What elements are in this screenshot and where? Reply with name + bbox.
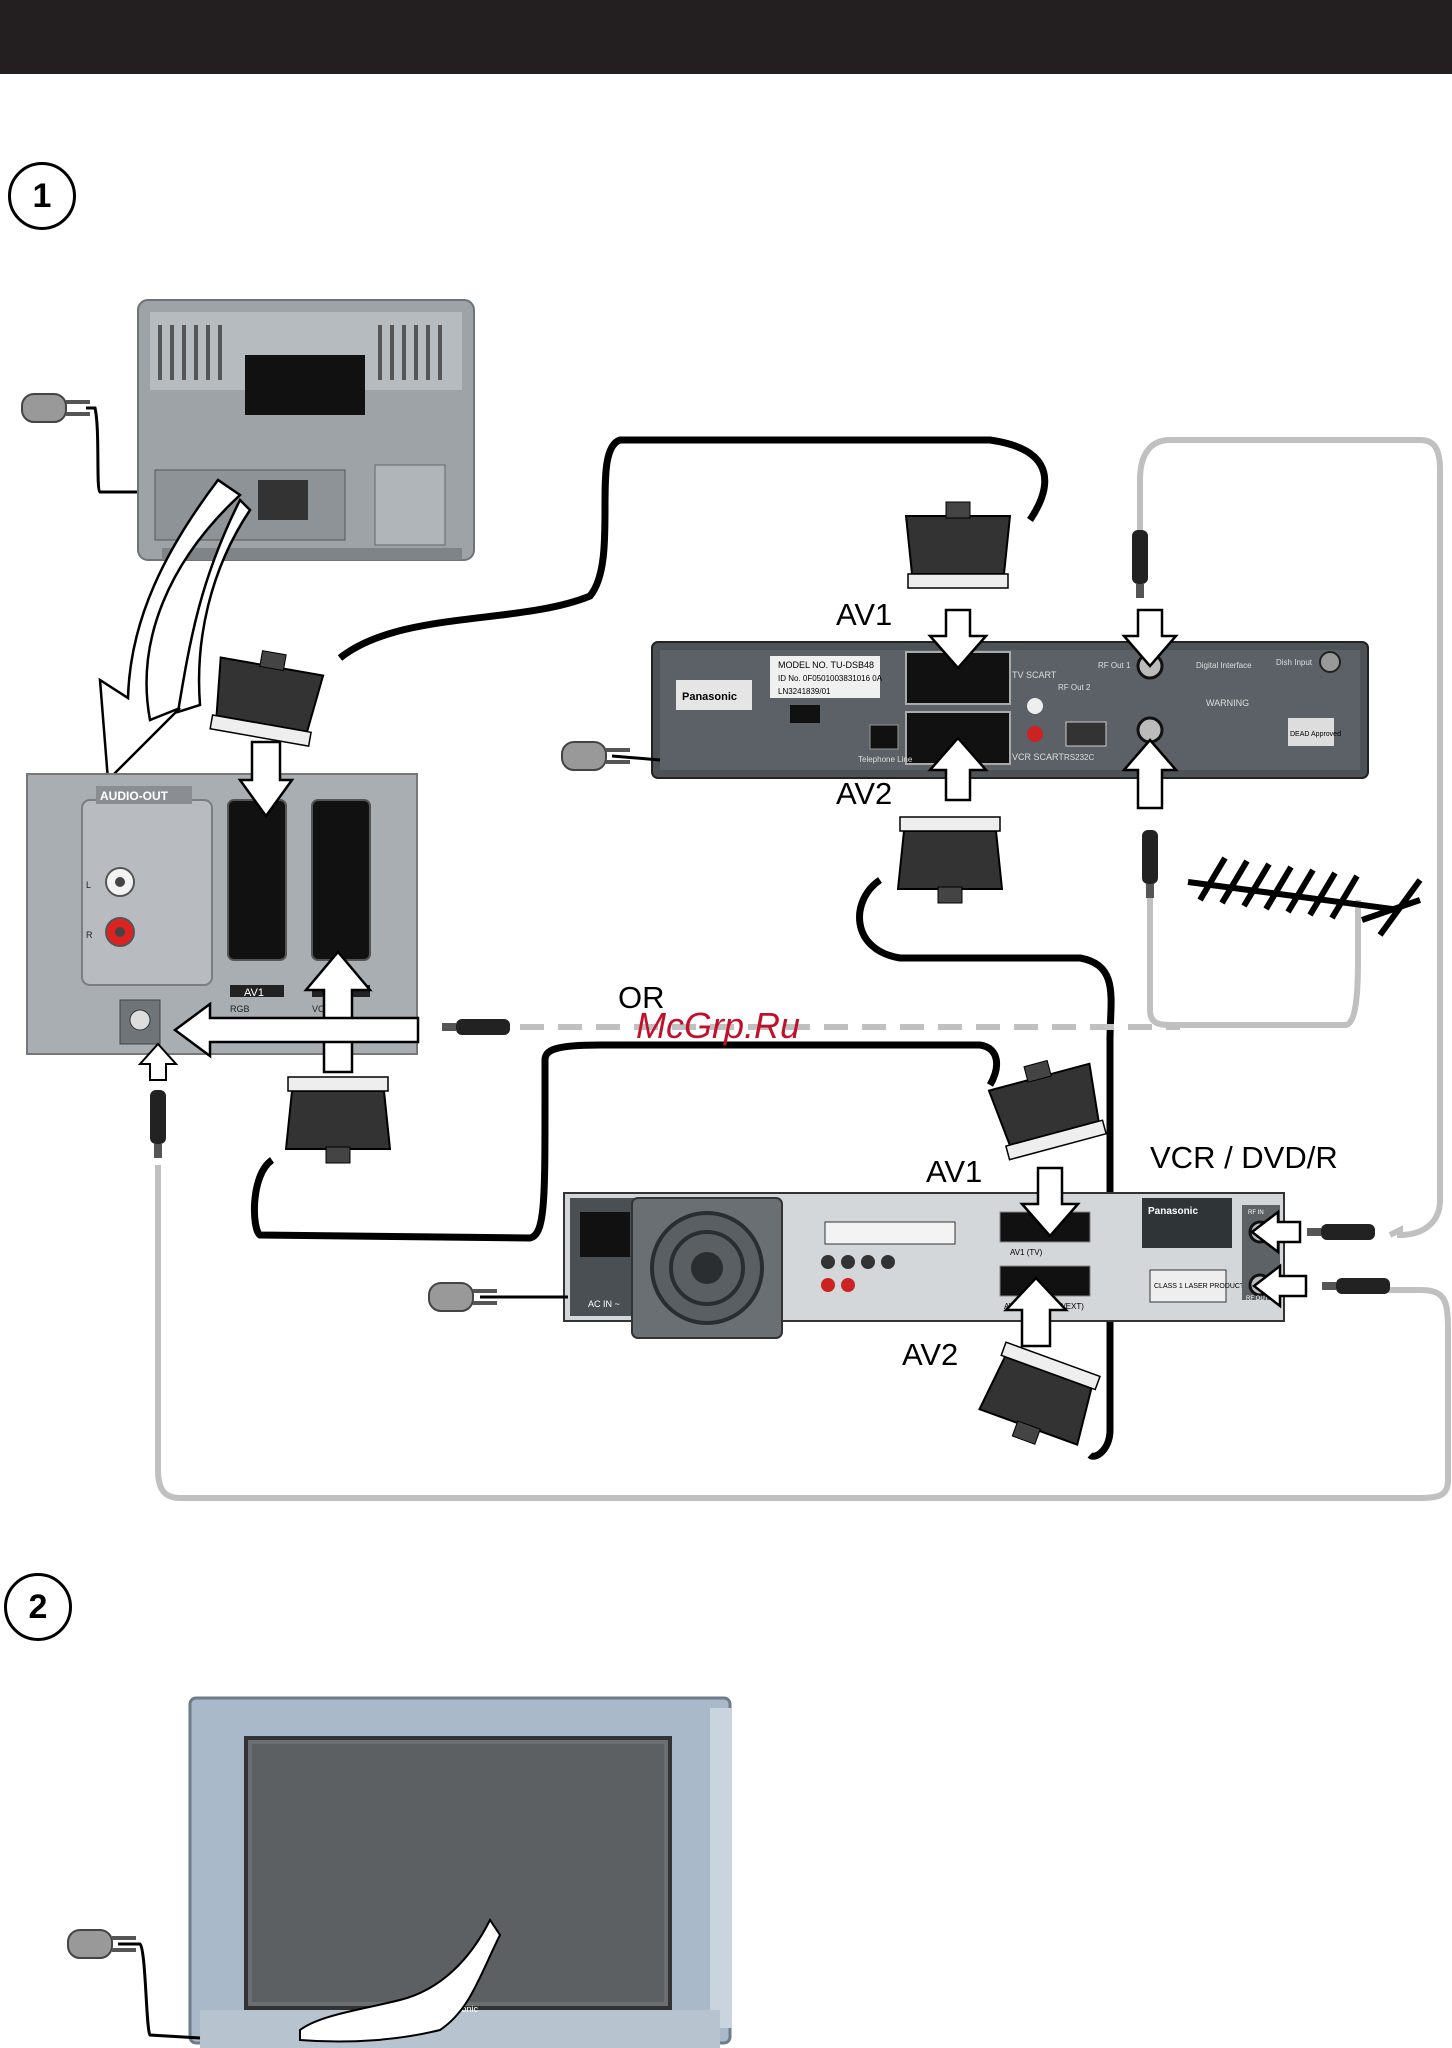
receiver-rf-out2: RF Out 2 (1058, 683, 1091, 692)
tv-front-photo: Panasonic (188, 1696, 732, 2048)
arrow-up-recorder-av2 (1003, 1276, 1069, 1348)
arrow-into-recorder-rf-in (1249, 1209, 1302, 1255)
arrow-up-tv-av2 (303, 950, 373, 1074)
recorder-av1-label: AV1 (TV) (1010, 1248, 1043, 1257)
recorder-brand: Panasonic (1148, 1206, 1198, 1217)
cable-antenna-receiver (1147, 890, 1361, 1028)
receiver-tv-scart: TV SCART (1012, 670, 1057, 680)
step-1-badge: 1 (8, 162, 76, 230)
recorder-title-text: VCR / DVD/R (1150, 1140, 1338, 1175)
audio-out-label: AUDIO-OUT (100, 789, 169, 803)
cable-receiver-recorder-rf (1137, 437, 1443, 1239)
cable-tv-power (86, 406, 170, 494)
tv-vcr-label: VCR (312, 1004, 332, 1014)
arrow-into-receiver-av1 (927, 608, 989, 670)
cable-receiver-av1 (337, 436, 1049, 661)
recorder-rf-out: RF OUT (1246, 1296, 1269, 1302)
header-bar (0, 0, 1452, 74)
vcr-dvd-recorder: AC IN ~ AV1 (TV) AV2 (DECODER/EXT) Panas… (563, 1192, 1285, 1339)
arrow-into-tv-av1 (237, 740, 295, 819)
receiver-av1-text: AV1 (836, 597, 892, 632)
watermark-text: McGrp.Ru (636, 1005, 800, 1046)
receiver-brand: Panasonic (682, 691, 737, 703)
receiver-rf-out1: RF Out 1 (1098, 661, 1131, 670)
cable-receiver-av2-recorder (856, 877, 1115, 1460)
recorder-av2-text: AV2 (902, 1337, 958, 1372)
audio-right-label: R (86, 930, 93, 940)
or-text: OR (618, 980, 665, 1015)
tv-connection-panel: AUDIO-OUT L R AV1 RGB VCR (26, 773, 418, 1055)
receiver-digital-interface: Digital Interface (1196, 661, 1252, 670)
receiver-dead: DEAD Approved (1290, 731, 1341, 738)
cable-tv-recorder-av1 (250, 1041, 1001, 1242)
receiver-model: MODEL NO. TU-DSB48 (778, 660, 874, 670)
recorder-laser: CLASS 1 LASER PRODUCT (1154, 1283, 1245, 1290)
step-2-badge: 2 (4, 1573, 72, 1641)
arrow-into-receiver-rf-top (1121, 608, 1179, 668)
audio-left-label: L (86, 880, 91, 890)
recorder-ac-in: AC IN ~ (588, 1299, 620, 1309)
receiver-vcr-scart: VCR SCART (1012, 752, 1064, 762)
receiver-warning: WARNING (1206, 698, 1249, 708)
antenna (1187, 856, 1423, 937)
arrow-up-tv-rf-bottom (137, 1042, 179, 1081)
receiver-serial: LN3241839/01 (778, 687, 831, 696)
receiver-id: ID No. 0F0501003831016 0A (778, 674, 883, 683)
arrow-into-recorder-rf-out (1251, 1263, 1308, 1309)
arrow-into-recorder-av1 (1019, 1166, 1081, 1238)
receiver-dish: Dish Input (1276, 658, 1313, 667)
receiver-telephone: Telephone Line (858, 755, 913, 764)
cable-recorder-tv-rf (155, 1165, 1451, 1501)
receiver-av2-text: AV2 (836, 776, 892, 811)
recorder-rf-in: RF IN (1248, 1210, 1264, 1216)
arrow-into-tv-rf (172, 1001, 420, 1059)
receiver-rs232c: RS232C (1064, 753, 1094, 762)
tv-rgb-label: RGB (230, 1004, 250, 1014)
arrow-out-receiver-av2 (927, 736, 989, 802)
recorder-av1-text: AV1 (926, 1154, 982, 1189)
arrow-up-receiver-rf-bottom (1121, 738, 1179, 810)
satellite-receiver: MODEL NO. TU-DSB48 ID No. 0F050100383101… (651, 641, 1369, 779)
hand-illustration (299, 1918, 502, 2043)
tv-av1-label: AV1 (244, 987, 264, 999)
